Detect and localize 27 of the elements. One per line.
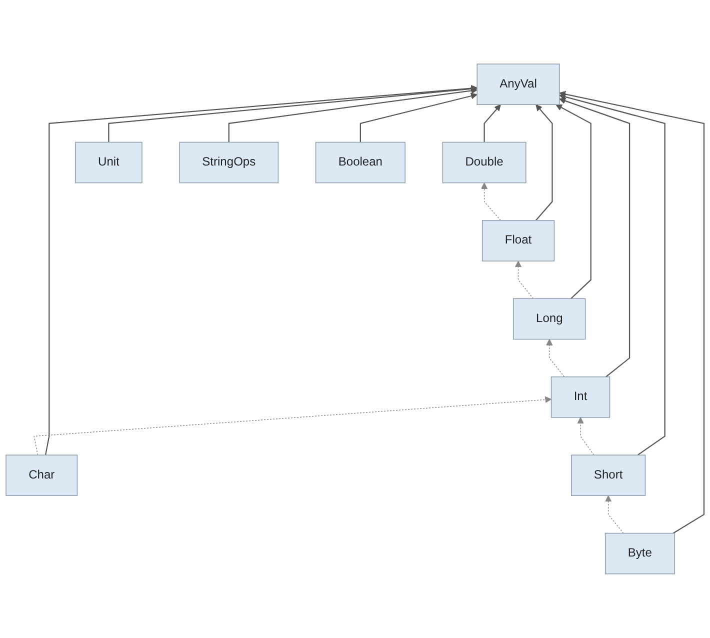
arrow xyxy=(34,396,552,456)
arrow xyxy=(514,260,534,300)
node-box: AnyVal xyxy=(476,64,560,106)
arrow xyxy=(546,339,565,378)
node-box: Long xyxy=(513,298,586,340)
node-box: Byte xyxy=(604,532,675,574)
arrow xyxy=(480,182,501,221)
node-box: Char xyxy=(6,454,78,496)
node-box: Unit xyxy=(75,142,142,184)
arrow xyxy=(228,87,478,142)
arrow xyxy=(108,86,478,142)
arrow xyxy=(605,495,624,534)
arrow xyxy=(559,98,630,378)
node-box: Short xyxy=(570,454,646,496)
node-box: Boolean xyxy=(315,142,406,184)
node-box: Int xyxy=(550,376,610,418)
arrow xyxy=(577,417,594,456)
arrow xyxy=(535,104,553,221)
node-box: Float xyxy=(482,220,555,262)
arrow xyxy=(556,104,592,300)
arrow xyxy=(559,94,666,456)
node-box: StringOps xyxy=(179,142,279,184)
arrow xyxy=(559,91,705,534)
arrow xyxy=(360,92,478,142)
node-box: Double xyxy=(442,142,526,184)
arrow xyxy=(44,85,478,456)
arrow xyxy=(484,104,501,142)
